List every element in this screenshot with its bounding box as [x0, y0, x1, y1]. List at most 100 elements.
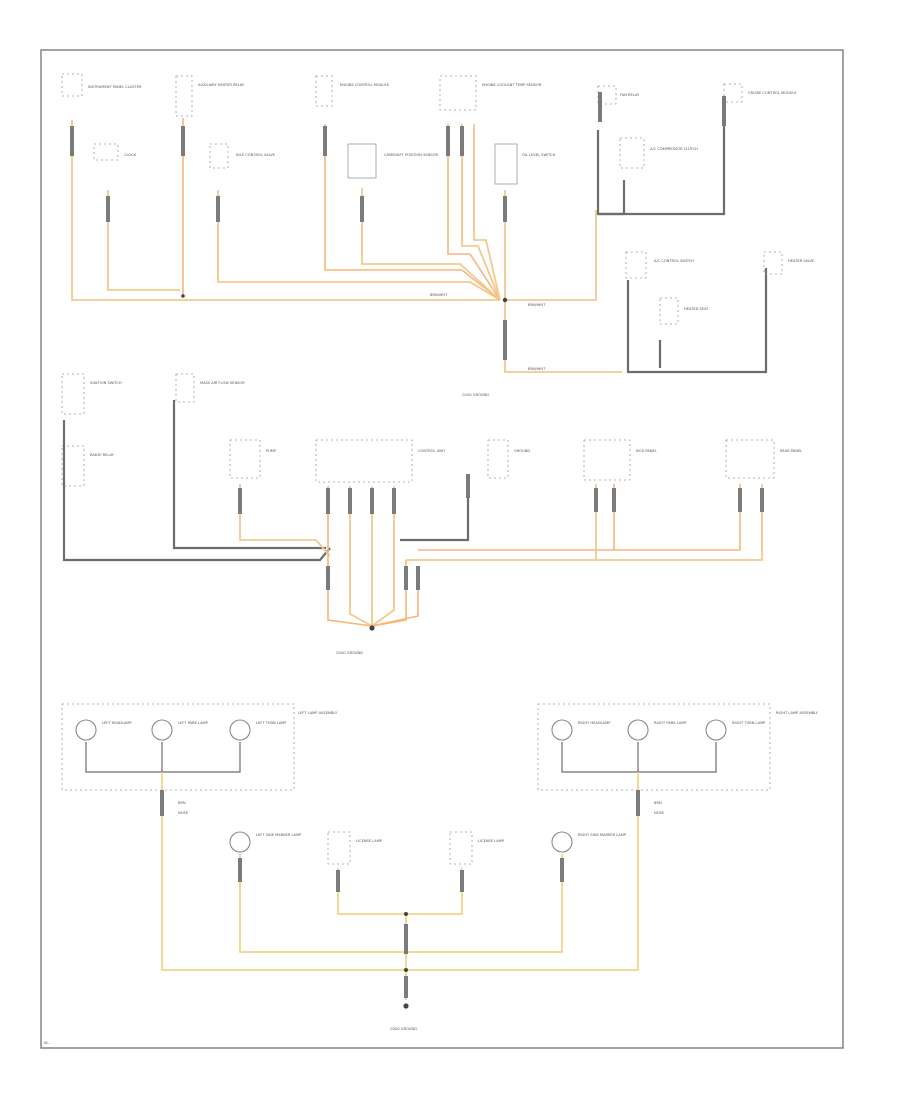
- component-box: [61, 373, 85, 415]
- connector: [360, 196, 364, 222]
- connector: [446, 126, 450, 156]
- connector: [636, 790, 640, 816]
- splice-point: [181, 294, 185, 298]
- component-label: LICENSE LAMP: [478, 839, 505, 843]
- ground-wire: [337, 868, 463, 1000]
- ground-wire-gray: [561, 742, 717, 773]
- splice-label: BRN/WHT: [528, 367, 546, 371]
- ground-wire-gray: [400, 480, 470, 542]
- ground-wire: [504, 300, 622, 373]
- connector: [598, 92, 602, 122]
- ground-wire: [217, 190, 501, 301]
- connector: [370, 488, 374, 514]
- ground-label: G300 GROUND: [390, 1027, 417, 1031]
- component-box: [175, 75, 193, 117]
- component-box: [315, 439, 413, 483]
- ground-wire: [371, 560, 407, 627]
- component-label: CLOCK: [124, 153, 137, 157]
- connector: [612, 488, 616, 512]
- connector: [326, 488, 330, 514]
- lamp-icon: [705, 719, 727, 741]
- ground-wire-gray: [596, 130, 626, 216]
- component-box: [175, 373, 195, 403]
- lamp-label: LEFT TURN LAMP: [256, 721, 287, 725]
- connector: [560, 858, 564, 882]
- ground-wire-gray: [626, 268, 768, 374]
- ground-wire: [473, 124, 501, 301]
- ground-wire: [461, 124, 501, 301]
- connector: [181, 126, 185, 156]
- splice-point: [404, 968, 408, 972]
- component-box: [439, 75, 477, 111]
- connector: [466, 474, 470, 498]
- lamp-label: RIGHT PARK LAMP: [654, 721, 687, 725]
- component-box: [229, 439, 261, 479]
- lamp-group-box: [61, 703, 295, 791]
- component-label: HEATED SEAT: [684, 307, 709, 311]
- splice-point: [502, 297, 508, 303]
- middle-section: IGNITION SWITCH RADIO RELAY MASS AIR FLO…: [61, 373, 802, 655]
- lamp-icon: [229, 719, 251, 741]
- component-label: MASS AIR FLOW SENSOR: [200, 381, 245, 385]
- connector: [392, 488, 396, 514]
- splice-label: NOSE: [654, 811, 665, 815]
- ground-wire: [107, 190, 180, 291]
- lamp-label: RIGHT TURN LAMP: [732, 721, 766, 725]
- connector: [594, 488, 598, 512]
- connector: [404, 566, 408, 590]
- ground-wire: [361, 188, 501, 301]
- connector: [216, 196, 220, 222]
- connector: [70, 126, 74, 156]
- connector: [503, 196, 507, 222]
- component-label: CAMSHAFT POSITION SENSOR: [384, 153, 438, 157]
- connector: [722, 96, 726, 126]
- component-label: ENGINE CONTROL MODULE: [340, 83, 390, 87]
- connector: [460, 870, 464, 892]
- connector: [326, 566, 330, 590]
- component-box: [347, 143, 377, 179]
- component-box: [597, 85, 617, 105]
- ground-label: G100 GROUND: [462, 393, 489, 397]
- lamp-label: LEFT SIDE MARKER LAMP: [256, 833, 302, 837]
- connector: [348, 488, 352, 514]
- connector: [760, 488, 764, 512]
- component-label: REAR PANEL: [780, 449, 802, 453]
- ground-wire: [239, 484, 331, 557]
- lamp-icon: [75, 719, 97, 741]
- ground-wire: [371, 566, 419, 627]
- component-label: IGNITION SWITCH: [90, 381, 122, 385]
- lamp-label: RIGHT HEADLAMP: [578, 721, 611, 725]
- component-box: [725, 439, 775, 479]
- lamp-icon: [627, 719, 649, 741]
- component-box: [209, 143, 229, 169]
- ground-label: G200 GROUND: [336, 651, 363, 655]
- lamp-group-box: [537, 703, 771, 791]
- ground-point: [403, 1003, 409, 1009]
- component-box: [583, 439, 631, 481]
- component-box: [61, 445, 85, 487]
- component-label: HEATER VALVE: [788, 259, 815, 263]
- component-box: [61, 73, 83, 97]
- ground-wire-gray: [598, 120, 726, 216]
- ground-wire: [371, 486, 395, 627]
- component-label: INSTRUMENT PANEL CLUSTER: [88, 85, 142, 89]
- ground-wire-gray: [62, 420, 331, 562]
- splice-point: [404, 912, 408, 916]
- connector: [160, 790, 164, 816]
- ground-wire-gray: [85, 742, 241, 773]
- connector: [416, 566, 420, 590]
- connector: [336, 870, 340, 892]
- component-box: [619, 137, 645, 169]
- splice-label: BRN: [654, 801, 662, 805]
- component-label: A/C COMPRESSOR CLUTCH: [650, 147, 698, 151]
- lamp-icon: [229, 831, 251, 853]
- connector: [238, 488, 242, 514]
- component-box: [659, 297, 679, 325]
- component-label: PUMP: [266, 449, 277, 453]
- diagram-code: W...: [44, 1041, 51, 1045]
- ground-wire: [349, 486, 373, 627]
- lamp-label: RIGHT SIDE MARKER LAMP: [578, 833, 627, 837]
- connector: [460, 126, 464, 156]
- splice-label: BRN/WHT: [430, 293, 448, 297]
- component-label: FAN RELAY: [620, 93, 640, 97]
